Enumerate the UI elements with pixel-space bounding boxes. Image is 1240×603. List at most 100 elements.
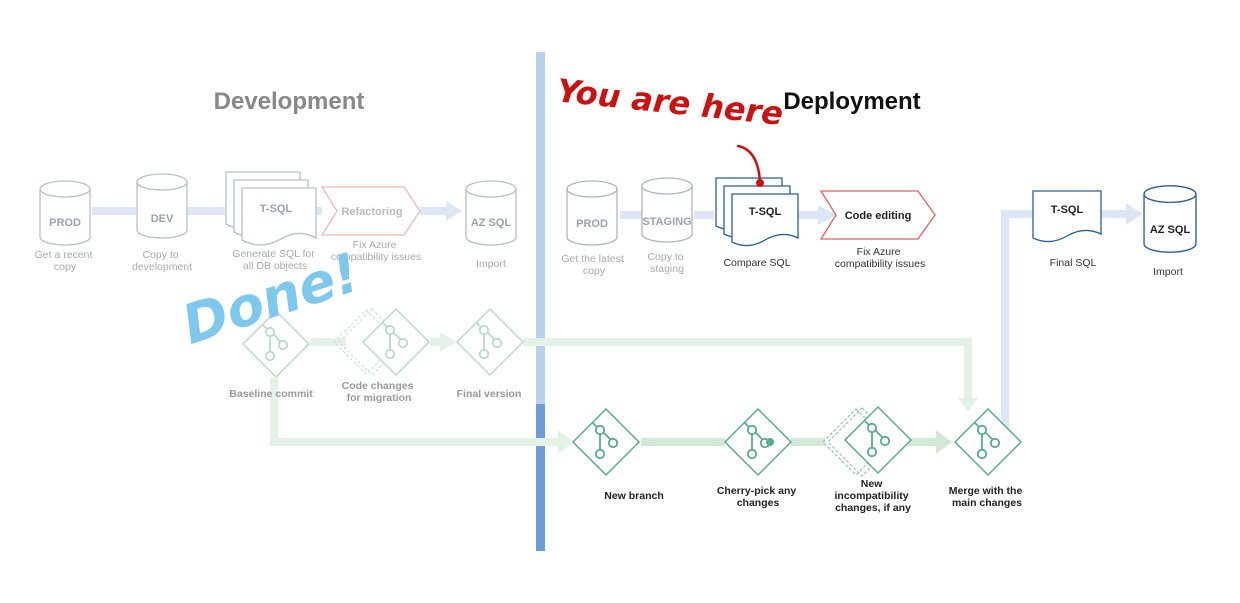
deployment-title: Deployment bbox=[783, 88, 920, 115]
node-caption: Get the latest copy bbox=[561, 253, 626, 277]
node-label: AZ SQL bbox=[471, 217, 512, 229]
dev-final-version-commit: Final version bbox=[456, 308, 524, 400]
node-label: Refactoring bbox=[341, 206, 402, 218]
node-caption: Merge with the main changes bbox=[949, 485, 1025, 509]
node-caption: Final version bbox=[457, 388, 522, 400]
caption-line: incompatibility bbox=[834, 490, 908, 502]
development-title: Development bbox=[214, 88, 365, 115]
process-arrow-shape bbox=[819, 190, 936, 240]
caption-line: copy bbox=[54, 261, 77, 273]
dev-dev-db: DEV Copy to development bbox=[132, 173, 192, 273]
node-caption: Fix Azure compatibility issues bbox=[331, 239, 421, 263]
dev-code-changes-commit: Code changes for migration bbox=[333, 308, 430, 404]
caption-line: Merge with the bbox=[949, 485, 1023, 497]
node-caption: Compare SQL bbox=[723, 257, 790, 269]
node-label: DEV bbox=[151, 213, 174, 225]
git-icon bbox=[572, 408, 640, 476]
section-divider-bottom bbox=[536, 404, 545, 551]
caption-line: Copy to bbox=[647, 251, 683, 263]
caption-line: changes, if any bbox=[835, 502, 911, 514]
caption-line: copy bbox=[583, 265, 606, 277]
caption-line: Code changes bbox=[342, 380, 414, 392]
dev-prod-db: PROD Get a recent copy bbox=[35, 180, 96, 273]
dev-baseline-commit: Baseline commit bbox=[229, 310, 313, 400]
dep-tsql-docs: T-SQL bbox=[715, 177, 799, 247]
database-icon bbox=[566, 180, 618, 246]
caption-line: Fix Azure bbox=[857, 246, 901, 258]
node-caption: New incompatibility changes, if any bbox=[834, 478, 911, 514]
node-caption: New branch bbox=[604, 490, 664, 502]
dep-new-branch-commit: New branch bbox=[572, 408, 664, 502]
caption-line: changes bbox=[737, 497, 780, 509]
database-icon bbox=[465, 180, 517, 246]
node-label: STAGING bbox=[642, 216, 691, 228]
caption-line: compatibility issues bbox=[835, 258, 925, 270]
caption-line: Copy to bbox=[142, 249, 178, 261]
dep-final-tsql-doc: T-SQL Final SQL bbox=[1032, 190, 1102, 269]
dev-tsql-docs: T-SQL bbox=[225, 171, 317, 246]
node-caption: Final SQL bbox=[1050, 257, 1097, 269]
git-icon bbox=[954, 408, 1022, 476]
node-label: T-SQL bbox=[749, 206, 782, 218]
caption-line: development bbox=[132, 261, 192, 273]
caption-line: staging bbox=[650, 263, 684, 275]
node-caption: Code changes for migration bbox=[342, 380, 417, 404]
dep-cherry-pick-commit: Cherry-pick any changes bbox=[717, 408, 799, 509]
node-label: Code editing bbox=[845, 210, 912, 222]
dev-refactoring-step: Refactoring Fix Azure compatibility issu… bbox=[320, 186, 421, 263]
highlight-dot bbox=[766, 438, 774, 446]
caption-line: all DB objects bbox=[243, 260, 307, 272]
caption-line: Get a recent bbox=[35, 249, 93, 261]
caption-line: compatibility issues bbox=[331, 251, 421, 263]
caption-line: main changes bbox=[952, 497, 1022, 509]
caption-line: New bbox=[861, 478, 883, 490]
dep-code-editing-step: Code editing Fix Azure compatibility iss… bbox=[819, 190, 936, 270]
database-icon bbox=[1143, 185, 1197, 253]
caption-line: Get the latest bbox=[561, 253, 624, 265]
dep-azsql-db: AZ SQL Import bbox=[1143, 185, 1197, 278]
pointer-dot bbox=[756, 179, 764, 187]
database-icon bbox=[641, 177, 693, 243]
caption-line: for migration bbox=[347, 392, 412, 404]
node-caption: Copy to staging bbox=[647, 251, 686, 275]
document-icon bbox=[731, 193, 799, 247]
dep-prod-db: PROD Get the latest copy bbox=[561, 180, 626, 277]
deployment-flow-arrows bbox=[620, 203, 1143, 430]
node-caption: Copy to development bbox=[132, 249, 192, 273]
you-are-here-annotation: You are here bbox=[555, 71, 785, 187]
node-label: T-SQL bbox=[260, 203, 293, 215]
caption-line: Fix Azure bbox=[353, 239, 397, 251]
node-label: T-SQL bbox=[1051, 204, 1084, 216]
git-icon bbox=[362, 308, 430, 376]
dep-new-incompat-commit: New incompatibility changes, if any bbox=[822, 406, 912, 514]
node-label: PROD bbox=[49, 217, 81, 229]
dep-staging-db: STAGING Copy to staging bbox=[641, 177, 693, 275]
git-icon bbox=[844, 406, 912, 474]
document-icon bbox=[1032, 190, 1102, 243]
development-git-path bbox=[270, 332, 978, 454]
caption-line: Generate SQL for bbox=[232, 248, 315, 260]
process-arrow-shape bbox=[320, 186, 421, 236]
database-icon bbox=[136, 173, 188, 239]
node-label: PROD bbox=[576, 218, 608, 230]
node-label: AZ SQL bbox=[1150, 224, 1191, 236]
node-caption: Fix Azure compatibility issues bbox=[835, 246, 925, 270]
node-caption: Import bbox=[1153, 266, 1183, 278]
node-caption: Cherry-pick any changes bbox=[717, 485, 799, 509]
git-icon bbox=[724, 408, 792, 476]
deployment-git-path bbox=[641, 430, 952, 454]
node-caption: Baseline commit bbox=[229, 388, 313, 400]
development-flow-arrows bbox=[92, 201, 462, 221]
pointer-line bbox=[736, 144, 762, 184]
you-are-here-text: You are here bbox=[555, 71, 785, 133]
git-icon bbox=[456, 308, 524, 376]
node-caption: Generate SQL for all DB objects bbox=[232, 248, 317, 272]
section-divider-top bbox=[536, 52, 545, 404]
dep-merge-commit: Merge with the main changes bbox=[949, 408, 1025, 509]
node-caption: Get a recent copy bbox=[35, 249, 96, 273]
node-caption: Import bbox=[476, 258, 506, 270]
document-icon bbox=[241, 187, 317, 246]
database-icon bbox=[39, 180, 91, 246]
dev-azsql-db: AZ SQL Import bbox=[465, 180, 517, 270]
